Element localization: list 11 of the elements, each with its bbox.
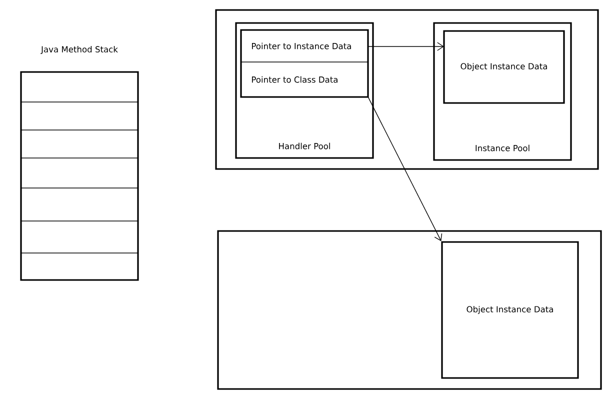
- stack-box: Java Method Stack: [20, 46, 139, 281]
- area-box: [217, 230, 602, 390]
- pointer-row: Pointer to Instance Data: [252, 42, 351, 50]
- pointer-row: Pointer to Class Data: [252, 76, 338, 83]
- arrow: [368, 42, 444, 51]
- arrow: [368, 96, 442, 242]
- object-box: Object Instance Data: [443, 30, 565, 104]
- node-label: Java Method Stack: [40, 46, 118, 54]
- area-box: [215, 9, 599, 170]
- handle-box: [240, 29, 369, 98]
- object-box: Object Instance Data: [441, 241, 579, 379]
